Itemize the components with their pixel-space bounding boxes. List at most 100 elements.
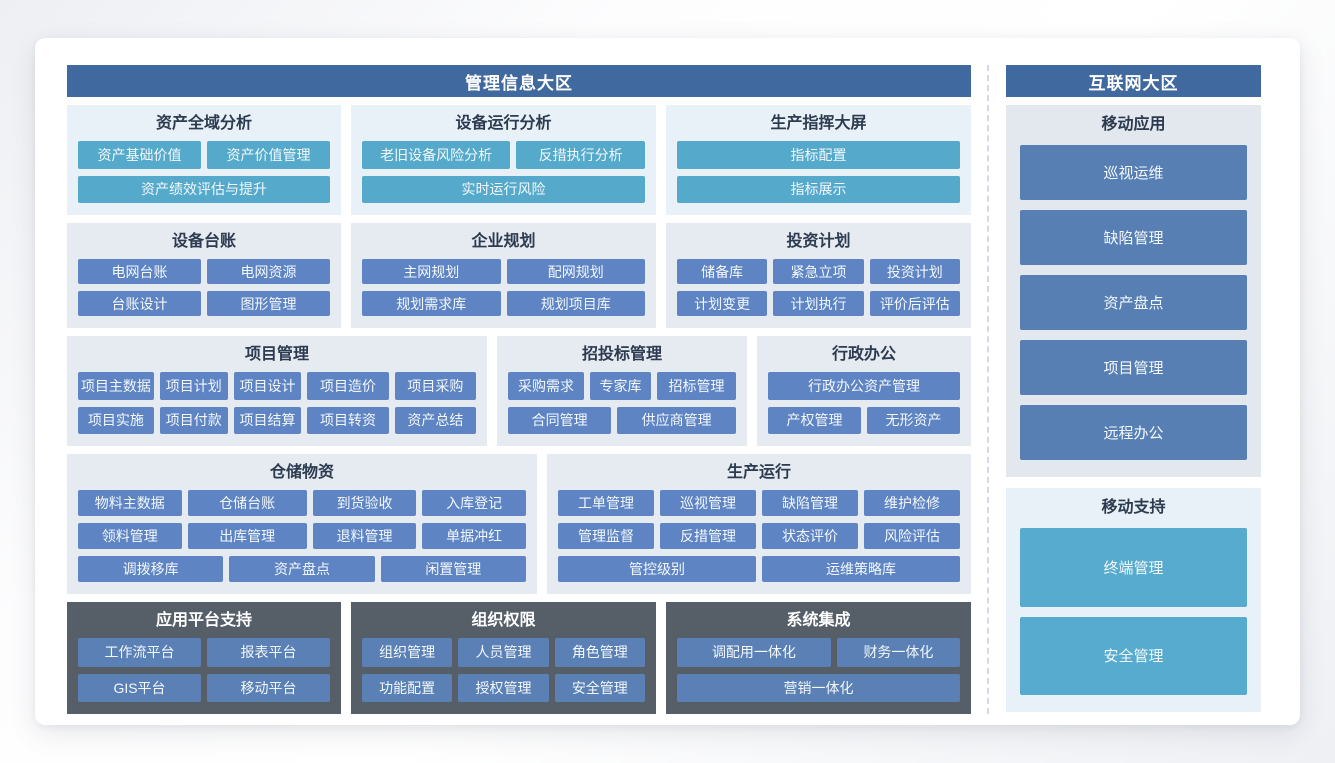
production-operation-button-1-3[interactable]: 风险评估 bbox=[864, 523, 960, 549]
mobile-apps-button-3[interactable]: 项目管理 bbox=[1020, 340, 1247, 395]
admin-office-button-1-0[interactable]: 产权管理 bbox=[768, 406, 861, 434]
investment-plan-button-1-2[interactable]: 评价后评估 bbox=[869, 291, 960, 316]
admin-office-button-0-0[interactable]: 行政办公资产管理 bbox=[768, 372, 960, 400]
mobile-support-button-1[interactable]: 安全管理 bbox=[1020, 616, 1247, 695]
main-row-2: 项目管理项目主数据项目计划项目设计项目造价项目采购项目实施项目付款项目结算项目转… bbox=[67, 336, 971, 446]
production-operation-button-0-1[interactable]: 巡视管理 bbox=[660, 490, 756, 516]
project-management-button-1-0[interactable]: 项目实施 bbox=[78, 406, 154, 434]
architecture-card: 管理信息大区 资产全域分析资产基础价值资产价值管理资产绩效评估与提升设备运行分析… bbox=[35, 38, 1300, 725]
system-integration-button-1-0[interactable]: 营销一体化 bbox=[677, 673, 960, 702]
production-dashboard-button-1-0[interactable]: 指标展示 bbox=[677, 175, 960, 203]
equipment-analysis-button-0-0[interactable]: 老旧设备风险分析 bbox=[362, 141, 511, 169]
enterprise-planning-button-1-0[interactable]: 规划需求库 bbox=[362, 291, 501, 316]
section-mobile-support: 移动支持终端管理安全管理 bbox=[1006, 488, 1261, 712]
org-permissions-button-1-0[interactable]: 功能配置 bbox=[362, 673, 453, 702]
warehouse-materials-row-1: 领料管理出库管理退料管理单据冲红 bbox=[78, 523, 526, 549]
investment-plan-button-0-1[interactable]: 紧急立项 bbox=[773, 259, 864, 284]
warehouse-materials-button-1-0[interactable]: 领料管理 bbox=[78, 523, 182, 549]
warehouse-materials-button-1-2[interactable]: 退料管理 bbox=[312, 523, 417, 549]
system-integration-button-0-0[interactable]: 调配用一体化 bbox=[677, 638, 831, 667]
production-operation-button-1-0[interactable]: 管理监督 bbox=[558, 523, 654, 549]
asset-analysis-button-1-0[interactable]: 资产绩效评估与提升 bbox=[78, 175, 330, 203]
equipment-ledger-button-1-0[interactable]: 台账设计 bbox=[78, 291, 201, 316]
production-operation-button-0-2[interactable]: 缺陷管理 bbox=[762, 490, 858, 516]
asset-analysis-button-0-0[interactable]: 资产基础价值 bbox=[78, 141, 201, 169]
production-operation-button-2-0[interactable]: 管控级别 bbox=[558, 556, 756, 582]
org-permissions-button-0-1[interactable]: 人员管理 bbox=[458, 638, 549, 667]
equipment-ledger-button-0-0[interactable]: 电网台账 bbox=[78, 259, 201, 284]
bidding-management-body: 采购需求专家库招标管理合同管理供应商管理 bbox=[497, 366, 747, 446]
investment-plan-button-1-0[interactable]: 计划变更 bbox=[677, 291, 768, 316]
bidding-management-button-0-2[interactable]: 招标管理 bbox=[656, 372, 736, 400]
investment-plan-button-0-2[interactable]: 投资计划 bbox=[869, 259, 960, 284]
admin-office-body: 行政办公资产管理产权管理无形资产 bbox=[757, 366, 971, 446]
warehouse-materials-button-2-1[interactable]: 资产盘点 bbox=[229, 556, 375, 582]
admin-office-button-1-1[interactable]: 无形资产 bbox=[867, 406, 960, 434]
project-management-button-1-4[interactable]: 资产总结 bbox=[394, 406, 476, 434]
project-management-button-1-3[interactable]: 项目转资 bbox=[307, 406, 389, 434]
platform-support-button-1-1[interactable]: 移动平台 bbox=[207, 673, 330, 702]
investment-plan-button-1-1[interactable]: 计划执行 bbox=[773, 291, 864, 316]
section-system-integration: 系统集成调配用一体化财务一体化营销一体化 bbox=[666, 602, 971, 714]
platform-support-button-1-0[interactable]: GIS平台 bbox=[78, 673, 201, 702]
investment-plan-button-0-0[interactable]: 储备库 bbox=[677, 259, 768, 284]
warehouse-materials-button-2-2[interactable]: 闲置管理 bbox=[380, 556, 526, 582]
project-management-button-0-0[interactable]: 项目主数据 bbox=[78, 372, 154, 400]
enterprise-planning-button-0-0[interactable]: 主网规划 bbox=[362, 259, 501, 284]
equipment-ledger-row-0: 电网台账电网资源 bbox=[78, 259, 330, 284]
production-dashboard-title: 生产指挥大屏 bbox=[770, 115, 867, 132]
equipment-ledger-title: 设备台账 bbox=[171, 233, 236, 250]
mobile-apps-button-4[interactable]: 远程办公 bbox=[1020, 405, 1247, 460]
production-operation-button-0-0[interactable]: 工单管理 bbox=[558, 490, 654, 516]
production-operation-button-0-3[interactable]: 维护检修 bbox=[864, 490, 960, 516]
org-permissions-row-0: 组织管理人员管理角色管理 bbox=[362, 638, 645, 667]
equipment-analysis-button-1-0[interactable]: 实时运行风险 bbox=[362, 175, 645, 203]
warehouse-materials-button-0-0[interactable]: 物料主数据 bbox=[78, 490, 182, 516]
mobile-support-button-0[interactable]: 终端管理 bbox=[1020, 528, 1247, 607]
org-permissions-button-0-0[interactable]: 组织管理 bbox=[362, 638, 453, 667]
production-operation-button-1-1[interactable]: 反措管理 bbox=[660, 523, 756, 549]
production-dashboard-button-0-0[interactable]: 指标配置 bbox=[677, 141, 960, 169]
asset-analysis-button-0-1[interactable]: 资产价值管理 bbox=[207, 141, 330, 169]
main-row-3: 仓储物资物料主数据仓储台账到货验收入库登记领料管理出库管理退料管理单据冲红调拨移… bbox=[67, 454, 971, 594]
equipment-ledger-button-0-1[interactable]: 电网资源 bbox=[207, 259, 330, 284]
bidding-management-button-0-1[interactable]: 专家库 bbox=[590, 372, 651, 400]
enterprise-planning-button-0-1[interactable]: 配网规划 bbox=[506, 259, 645, 284]
warehouse-materials-button-0-1[interactable]: 仓储台账 bbox=[187, 490, 307, 516]
zone-divider-dashed-line bbox=[987, 65, 989, 714]
org-permissions-button-1-1[interactable]: 授权管理 bbox=[458, 673, 549, 702]
project-management-button-0-1[interactable]: 项目计划 bbox=[159, 372, 228, 400]
management-zone: 管理信息大区 资产全域分析资产基础价值资产价值管理资产绩效评估与提升设备运行分析… bbox=[67, 65, 971, 714]
warehouse-materials-button-2-0[interactable]: 调拨移库 bbox=[78, 556, 224, 582]
warehouse-materials-button-1-3[interactable]: 单据冲红 bbox=[422, 523, 526, 549]
production-operation-button-1-2[interactable]: 状态评价 bbox=[762, 523, 858, 549]
project-management-button-1-1[interactable]: 项目付款 bbox=[159, 406, 228, 434]
warehouse-materials-button-0-3[interactable]: 入库登记 bbox=[422, 490, 526, 516]
mobile-apps-button-1[interactable]: 缺陷管理 bbox=[1020, 210, 1247, 265]
project-management-button-1-2[interactable]: 项目结算 bbox=[233, 406, 302, 434]
project-management-row-0: 项目主数据项目计划项目设计项目造价项目采购 bbox=[78, 372, 476, 400]
production-operation-button-2-1[interactable]: 运维策略库 bbox=[762, 556, 960, 582]
section-project-management: 项目管理项目主数据项目计划项目设计项目造价项目采购项目实施项目付款项目结算项目转… bbox=[67, 336, 487, 446]
bidding-management-button-1-1[interactable]: 供应商管理 bbox=[617, 406, 736, 434]
warehouse-materials-button-0-2[interactable]: 到货验收 bbox=[312, 490, 417, 516]
bidding-management-button-0-0[interactable]: 采购需求 bbox=[508, 372, 585, 400]
org-permissions-button-0-2[interactable]: 角色管理 bbox=[554, 638, 645, 667]
equipment-ledger-body: 电网台账电网资源台账设计图形管理 bbox=[67, 253, 341, 328]
project-management-button-0-3[interactable]: 项目造价 bbox=[307, 372, 389, 400]
project-management-button-0-2[interactable]: 项目设计 bbox=[233, 372, 302, 400]
mobile-apps-button-0[interactable]: 巡视运维 bbox=[1020, 145, 1247, 200]
project-management-button-0-4[interactable]: 项目采购 bbox=[394, 372, 476, 400]
equipment-analysis-button-0-1[interactable]: 反措执行分析 bbox=[516, 141, 645, 169]
enterprise-planning-button-1-1[interactable]: 规划项目库 bbox=[506, 291, 645, 316]
platform-support-button-0-1[interactable]: 报表平台 bbox=[207, 638, 330, 667]
platform-support-button-0-0[interactable]: 工作流平台 bbox=[78, 638, 201, 667]
bidding-management-button-1-0[interactable]: 合同管理 bbox=[508, 406, 612, 434]
system-integration-button-0-1[interactable]: 财务一体化 bbox=[836, 638, 960, 667]
warehouse-materials-row-0: 物料主数据仓储台账到货验收入库登记 bbox=[78, 490, 526, 516]
warehouse-materials-button-1-1[interactable]: 出库管理 bbox=[187, 523, 307, 549]
equipment-ledger-button-1-1[interactable]: 图形管理 bbox=[207, 291, 330, 316]
asset-analysis-row-0: 资产基础价值资产价值管理 bbox=[78, 141, 330, 169]
org-permissions-button-1-2[interactable]: 安全管理 bbox=[554, 673, 645, 702]
mobile-apps-button-2[interactable]: 资产盘点 bbox=[1020, 275, 1247, 330]
